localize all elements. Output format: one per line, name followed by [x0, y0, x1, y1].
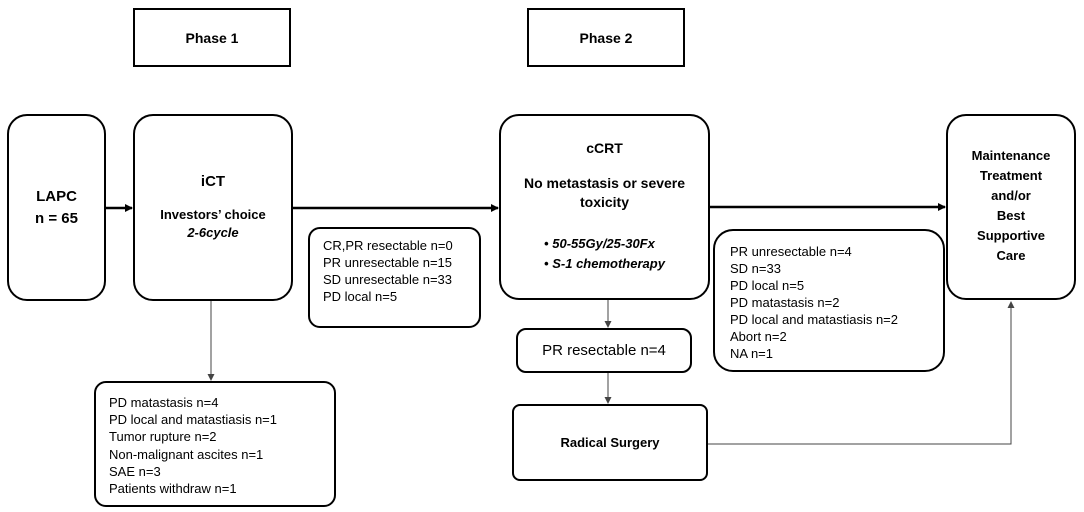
ccrt-title: cCRT — [586, 140, 623, 156]
ict-failure-item: Tumor rupture n=2 — [109, 429, 217, 445]
radical-surgery-box: Radical Surgery — [512, 404, 708, 481]
ccrt-outcome-item: PR unresectable n=4 — [730, 244, 852, 259]
pr-resectable-box: PR resectable n=4 — [516, 328, 692, 373]
radical-surgery-label: Radical Surgery — [560, 435, 660, 450]
ccrt-outcome-item: SD n=33 — [730, 261, 781, 276]
ict-outcomes-box: CR,PR resectable n=0 PR unresectable n=1… — [308, 227, 481, 328]
ccrt-outcome-item: PD local and matastiasis n=2 — [730, 312, 899, 327]
ccrt-outcome-item: PD local n=5 — [730, 278, 805, 293]
phase-1-box: Phase 1 — [133, 8, 291, 67]
lapc-label: LAPC — [36, 187, 77, 205]
maintenance-line: Care — [996, 248, 1026, 263]
ict-outcome-item: PD local n=5 — [323, 289, 398, 304]
ccrt-bullet-list: 50-55Gy/25-30Fx S-1 chemotherapy — [544, 234, 665, 274]
ccrt-bullet-chemo: S-1 chemotherapy — [544, 254, 665, 274]
ict-failure-item: Patients withdraw n=1 — [109, 481, 237, 497]
ccrt-box: cCRT No metastasis or severe toxicity 50… — [499, 114, 710, 300]
ict-failure-item: Non-malignant ascites n=1 — [109, 446, 264, 462]
ict-outcome-item: CR,PR resectable n=0 — [323, 238, 453, 253]
ict-outcome-item: PR unresectable n=15 — [323, 255, 453, 270]
ccrt-condition-line2: toxicity — [579, 194, 629, 210]
maintenance-line: Supportive — [977, 228, 1045, 243]
maintenance-line: Best — [996, 208, 1026, 223]
phase-2-label: Phase 2 — [579, 29, 633, 46]
ccrt-condition-line1: No metastasis or severe — [523, 175, 686, 191]
ict-choice: Investors’ choice — [160, 207, 266, 222]
lapc-box: LAPC n = 65 — [7, 114, 106, 301]
ccrt-bullet-dose: 50-55Gy/25-30Fx — [544, 234, 665, 254]
ict-failure-item: PD matastasis n=4 — [109, 395, 219, 410]
ccrt-outcome-item: NA n=1 — [730, 346, 774, 361]
maintenance-line: Maintenance — [971, 148, 1051, 163]
phase-1-label: Phase 1 — [185, 29, 239, 46]
phase-2-box: Phase 2 — [527, 8, 685, 67]
ict-failures-box: PD matastasis n=4 PD local and matastias… — [94, 381, 336, 507]
maintenance-line: and/or — [991, 188, 1031, 203]
ict-title: iCT — [200, 173, 226, 190]
pr-resectable-label: PR resectable n=4 — [542, 342, 666, 359]
ict-box: iCT Investors’ choice 2-6cycle — [133, 114, 293, 301]
ict-failure-item: PD local and matastiasis n=1 — [109, 412, 278, 428]
lapc-count: n = 65 — [35, 209, 78, 227]
ict-outcome-item: SD unresectable n=33 — [323, 272, 453, 287]
maintenance-box: Maintenance Treatment and/or Best Suppor… — [946, 114, 1076, 300]
ccrt-outcome-item: PD matastasis n=2 — [730, 295, 840, 310]
maintenance-line: Treatment — [979, 168, 1043, 183]
ict-cycles: 2-6cycle — [187, 225, 239, 240]
ccrt-outcomes-box: PR unresectable n=4 SD n=33 PD local n=5… — [713, 229, 945, 372]
ccrt-outcome-item: Abort n=2 — [730, 329, 787, 344]
ict-failure-item: SAE n=3 — [109, 463, 161, 479]
